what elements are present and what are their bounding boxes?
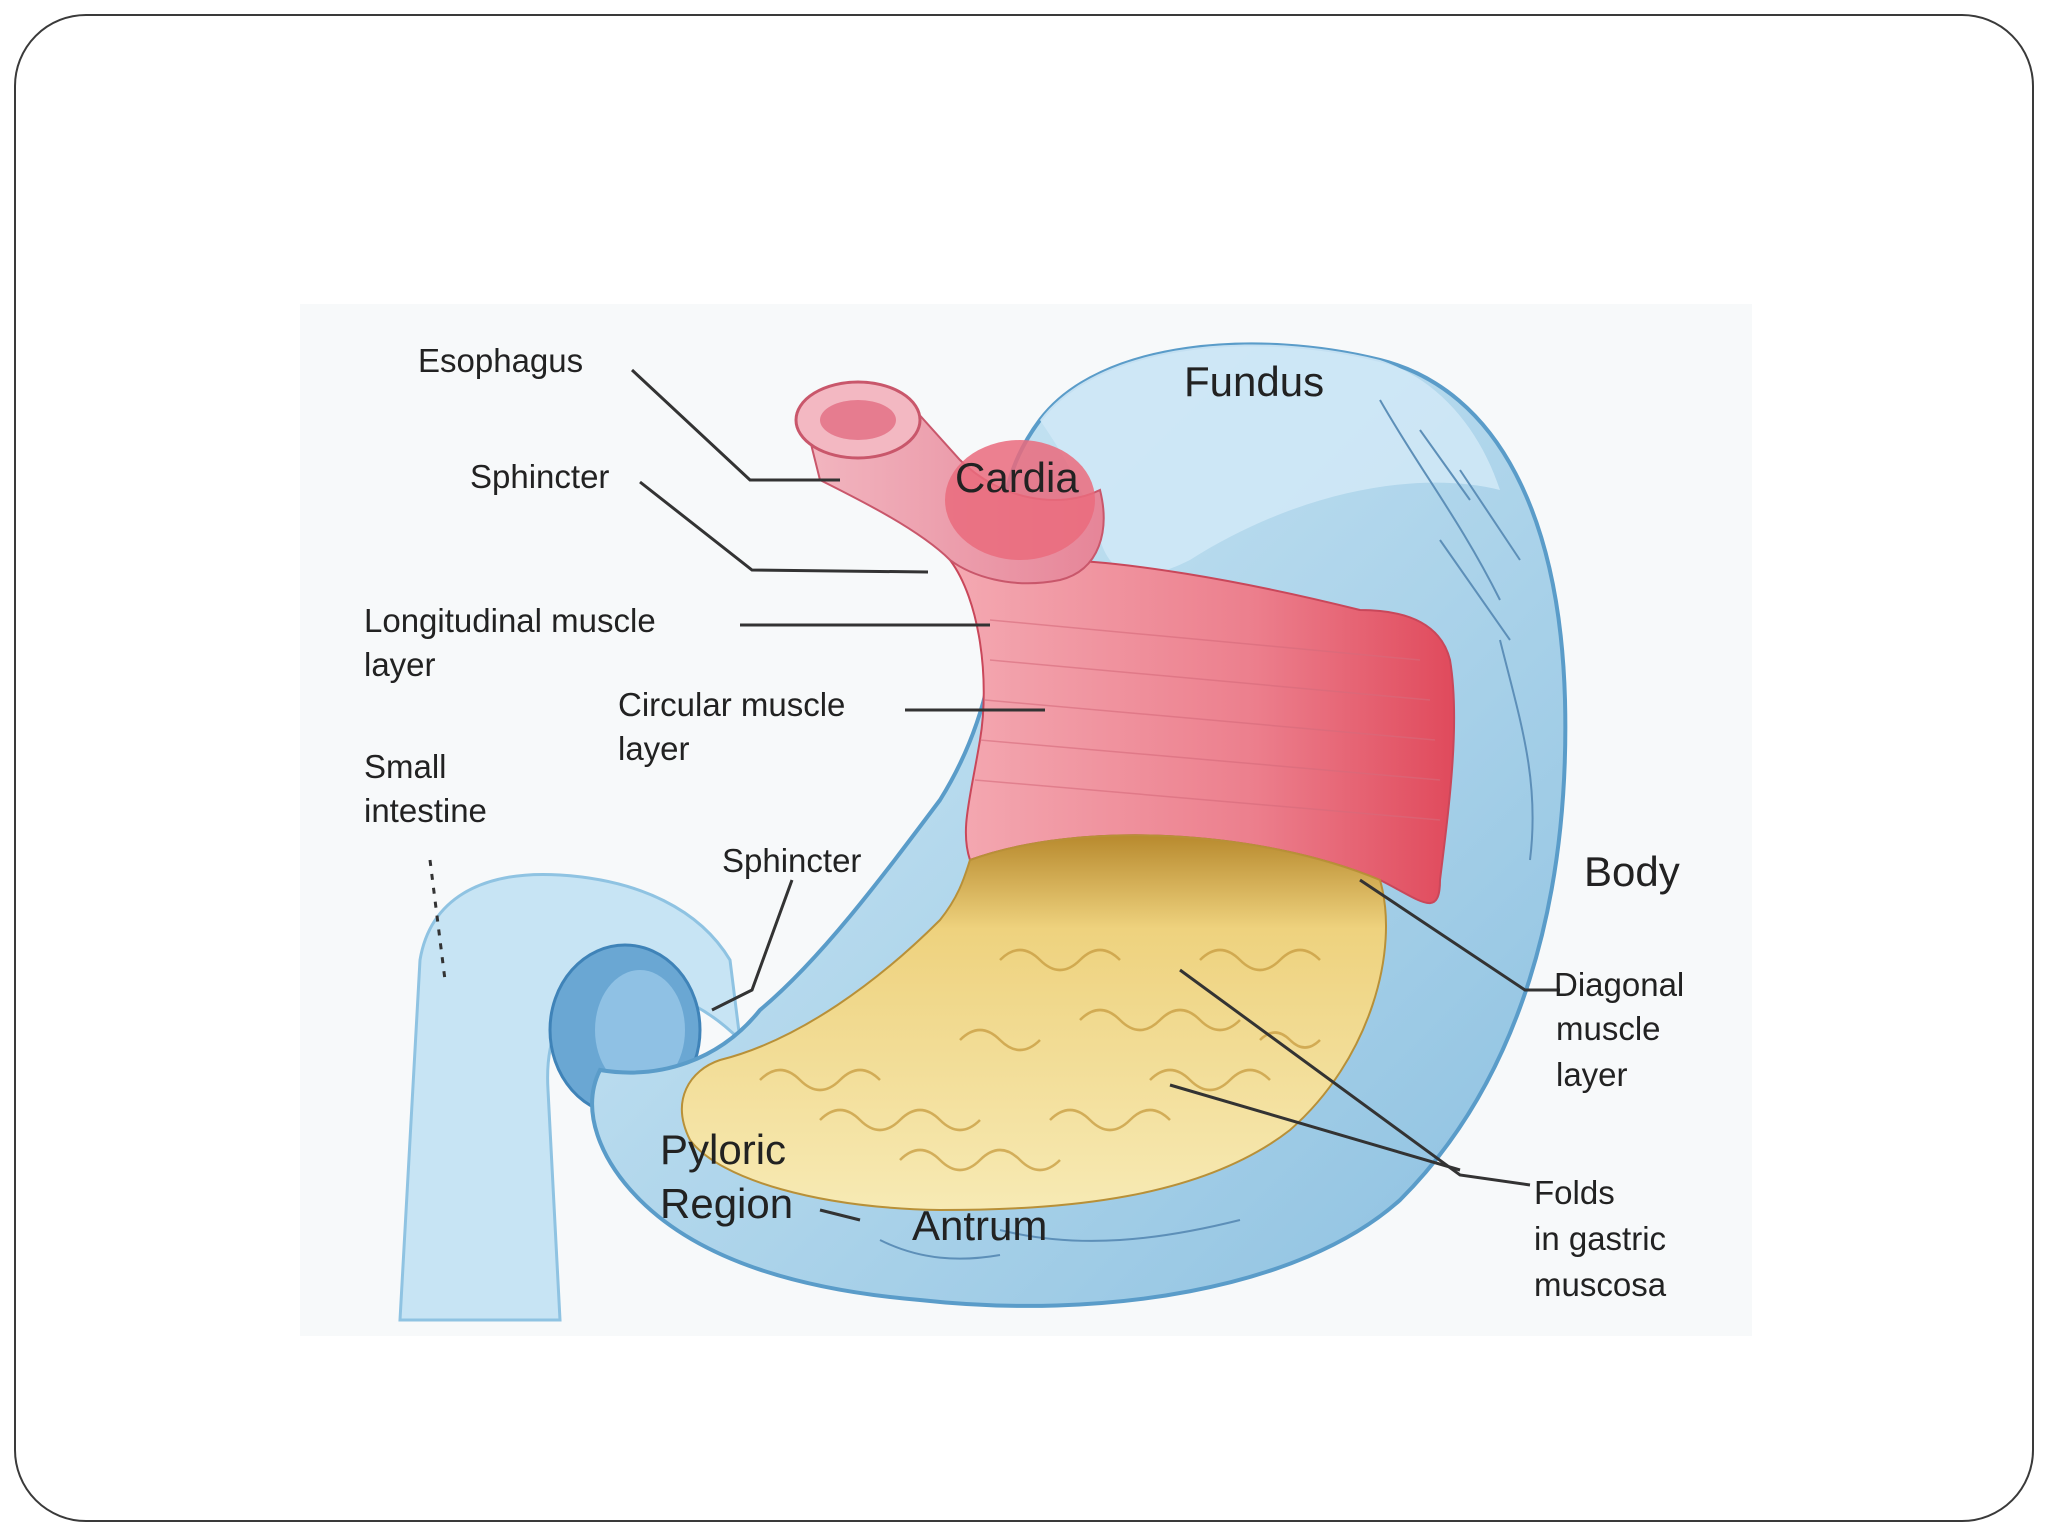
label-antrum: Antrum	[912, 1202, 1047, 1249]
label-folds-3: muscosa	[1534, 1266, 1667, 1303]
label-pyloric-1: Pyloric	[660, 1126, 786, 1173]
label-diagonal-1: Diagonal	[1554, 966, 1684, 1003]
label-fundus: Fundus	[1184, 358, 1324, 405]
label-longitudinal-muscle: Longitudinal muscle	[364, 602, 656, 639]
label-folds-2: in gastric	[1534, 1220, 1666, 1257]
label-circular-muscle: Circular muscle	[618, 686, 845, 723]
label-pyloric-2: Region	[660, 1180, 793, 1227]
label-cardia: Cardia	[955, 454, 1079, 501]
label-sphincter-upper: Sphincter	[470, 458, 609, 495]
label-sphincter-lower: Sphincter	[722, 842, 861, 879]
label-folds-1: Folds	[1534, 1174, 1615, 1211]
label-circular-layer: layer	[618, 730, 690, 767]
label-esophagus: Esophagus	[418, 342, 583, 379]
label-longitudinal-layer: layer	[364, 646, 436, 683]
label-diagonal-2: muscle	[1556, 1010, 1661, 1047]
label-small-intestine-2: intestine	[364, 792, 487, 829]
label-diagonal-3: layer	[1556, 1056, 1628, 1093]
label-body: Body	[1584, 848, 1680, 895]
label-small-intestine-1: Small	[364, 748, 447, 785]
